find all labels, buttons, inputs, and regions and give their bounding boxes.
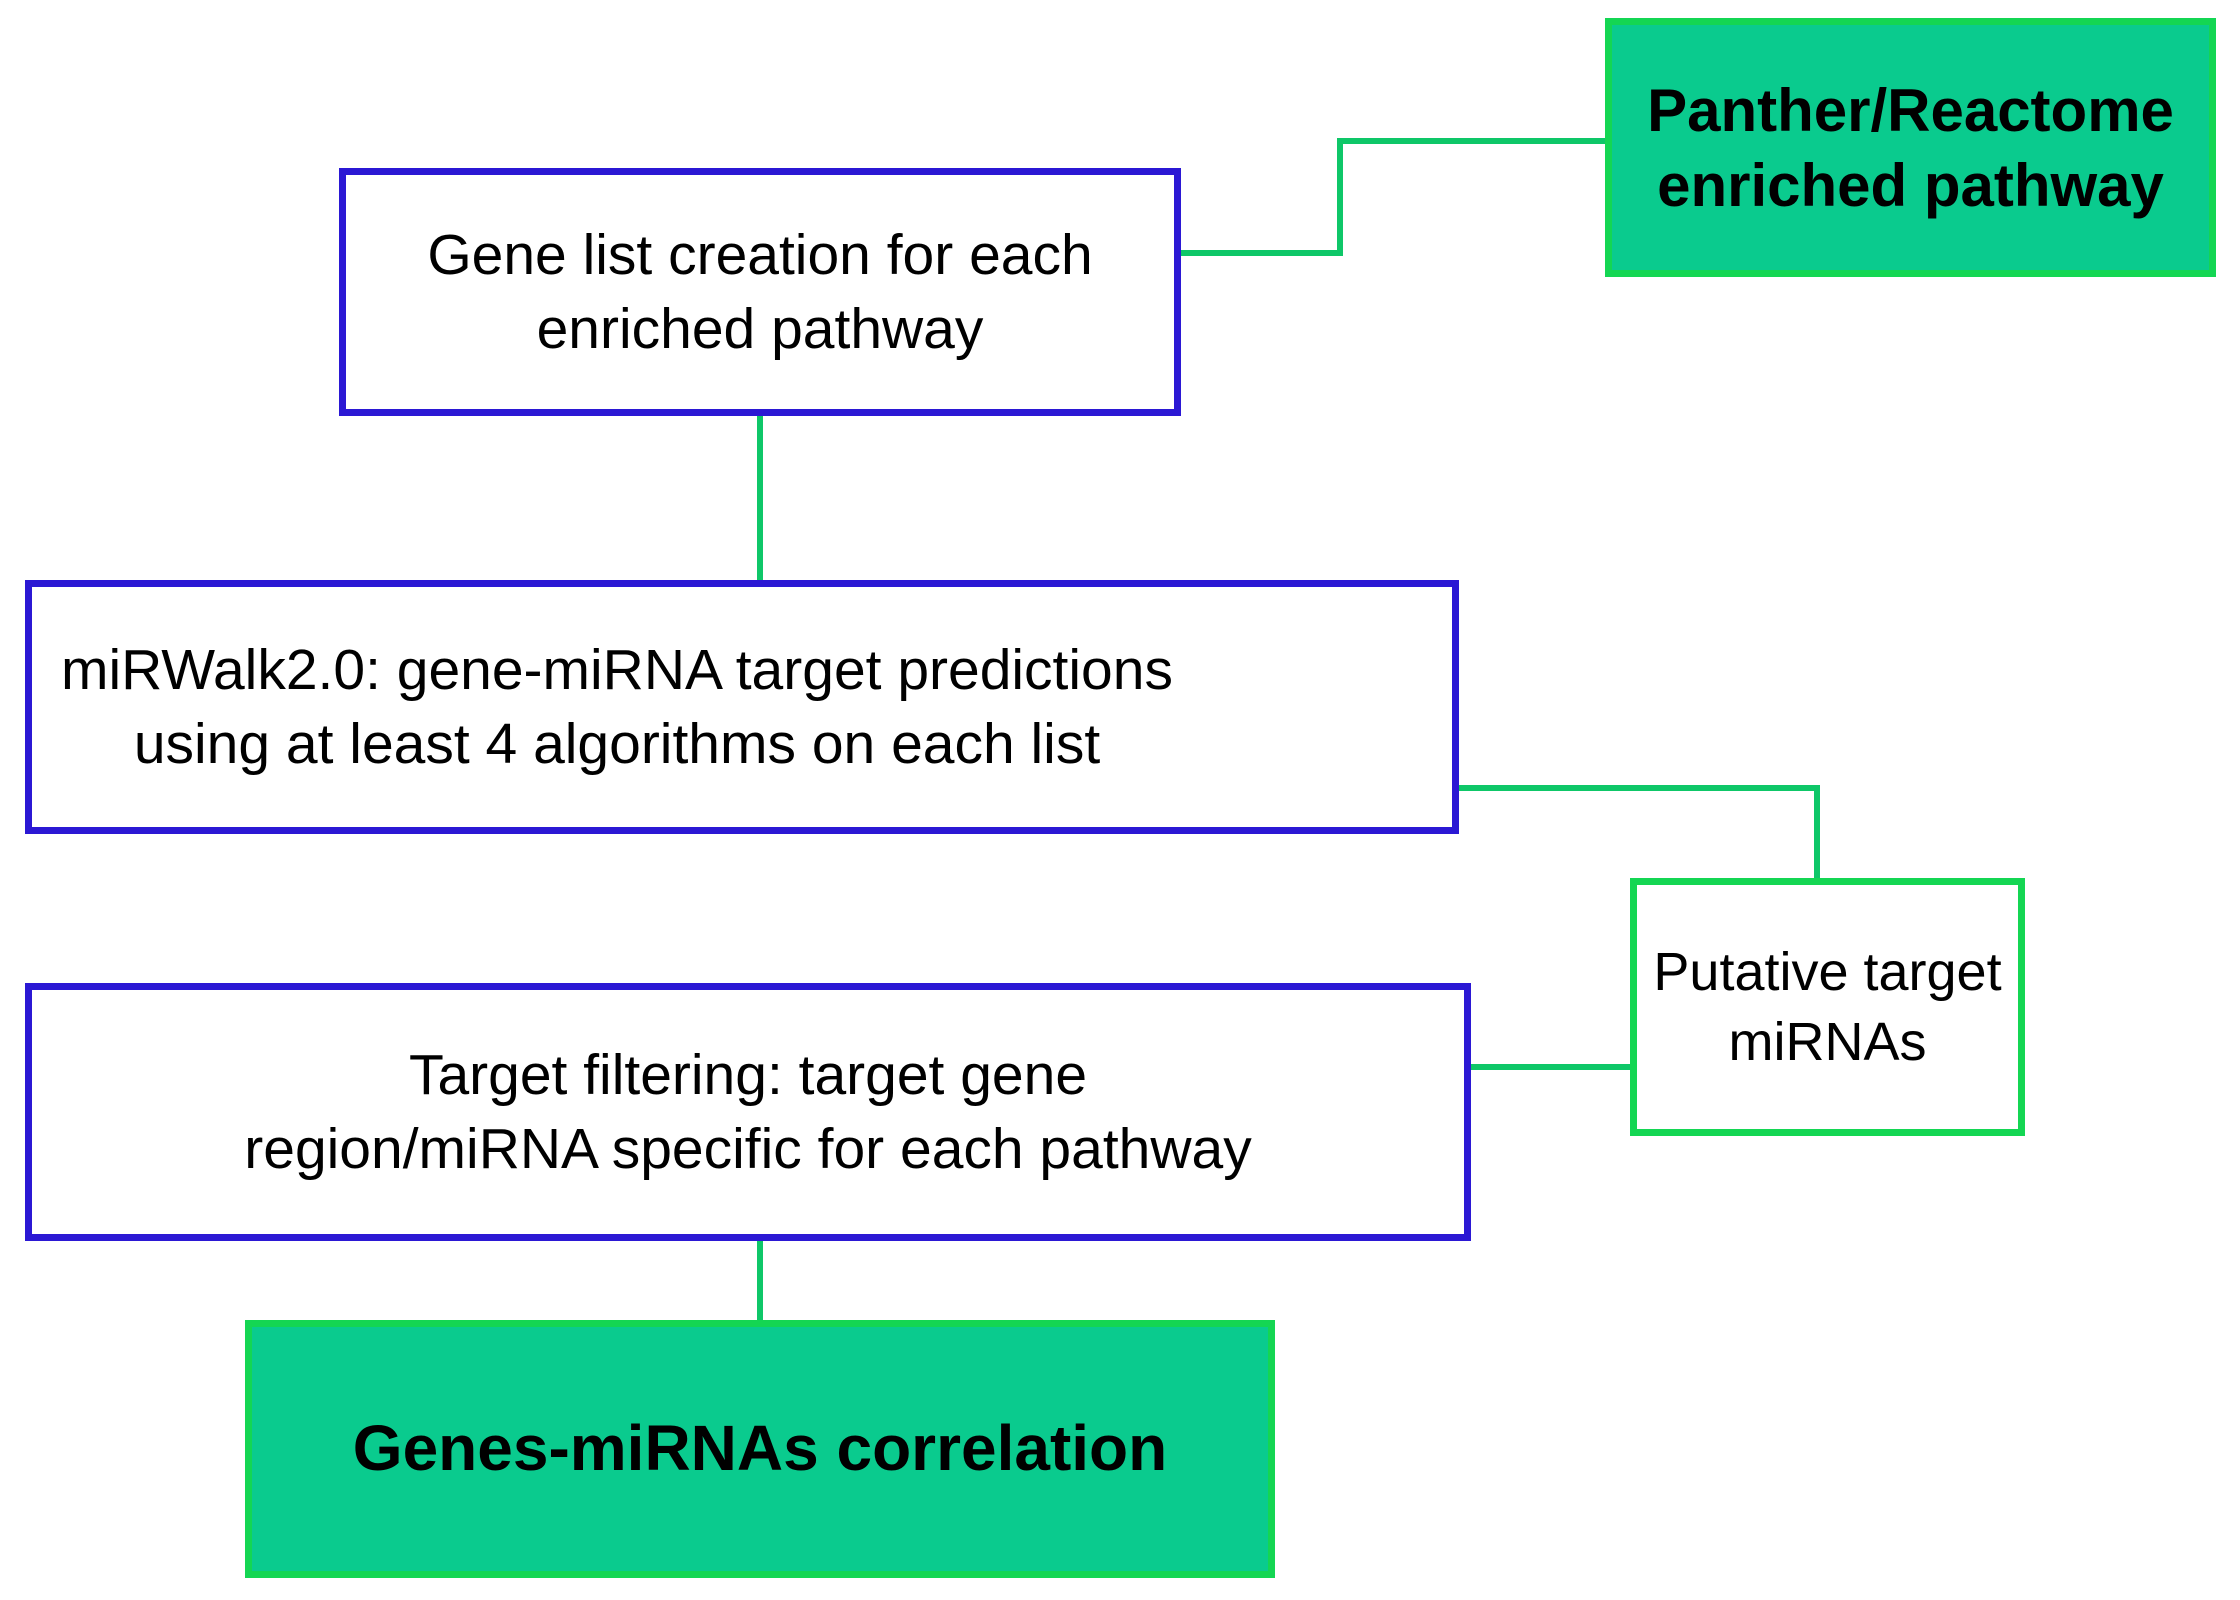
genes-mirnas-correlation-box: Genes-miRNAs correlation <box>245 1320 1275 1578</box>
gene-list-creation-box: Gene list creation for each enriched pat… <box>339 168 1181 416</box>
panther-reactome-label-line1: Panther/Reactome <box>1647 76 2174 144</box>
putative-target-mirnas-box: Putative target miRNAs <box>1630 878 2025 1136</box>
panther-reactome-enriched-pathway-box: Panther/Reactome enriched pathway <box>1605 18 2216 277</box>
gene-list-label-line2: enriched pathway <box>536 297 984 361</box>
gene-list-label-line1: Gene list creation for each <box>427 222 1093 287</box>
putative-label-line2: miRNAs <box>1728 1012 1927 1072</box>
panther-reactome-label-line2: enriched pathway <box>1657 151 2164 219</box>
connector-mirwalk-to-putative <box>1814 785 1820 878</box>
mirwalk-label-line2: using at least 4 algorithms on each list <box>133 712 1101 776</box>
filtering-label-line1: Target filtering: target gene <box>408 1042 1088 1107</box>
connector-putative-to-filtering <box>1471 1064 1630 1070</box>
putative-label-line1: Putative target <box>1653 941 2002 1002</box>
filtering-label-line2: region/miRNA specific for each pathway <box>244 1117 1252 1181</box>
connector-panther-vertical <box>1337 138 1343 256</box>
connector-genelist-to-mirwalk <box>757 416 763 580</box>
connector-panther-horizontal-top <box>1337 138 1605 144</box>
connector-mirwalk-horizontal <box>1459 785 1820 791</box>
mirwalk-target-predictions-box: miRWalk2.0: gene-miRNA target prediction… <box>25 580 1459 834</box>
mirwalk-label-line1: miRWalk2.0: gene-miRNA target prediction… <box>61 637 1173 702</box>
target-filtering-box: Target filtering: target gene region/miR… <box>25 983 1471 1241</box>
connector-panther-horizontal-bottom <box>1181 250 1343 256</box>
connector-filtering-to-correlation <box>757 1241 763 1320</box>
correlation-label-line1: Genes-miRNAs correlation <box>352 1412 1168 1485</box>
